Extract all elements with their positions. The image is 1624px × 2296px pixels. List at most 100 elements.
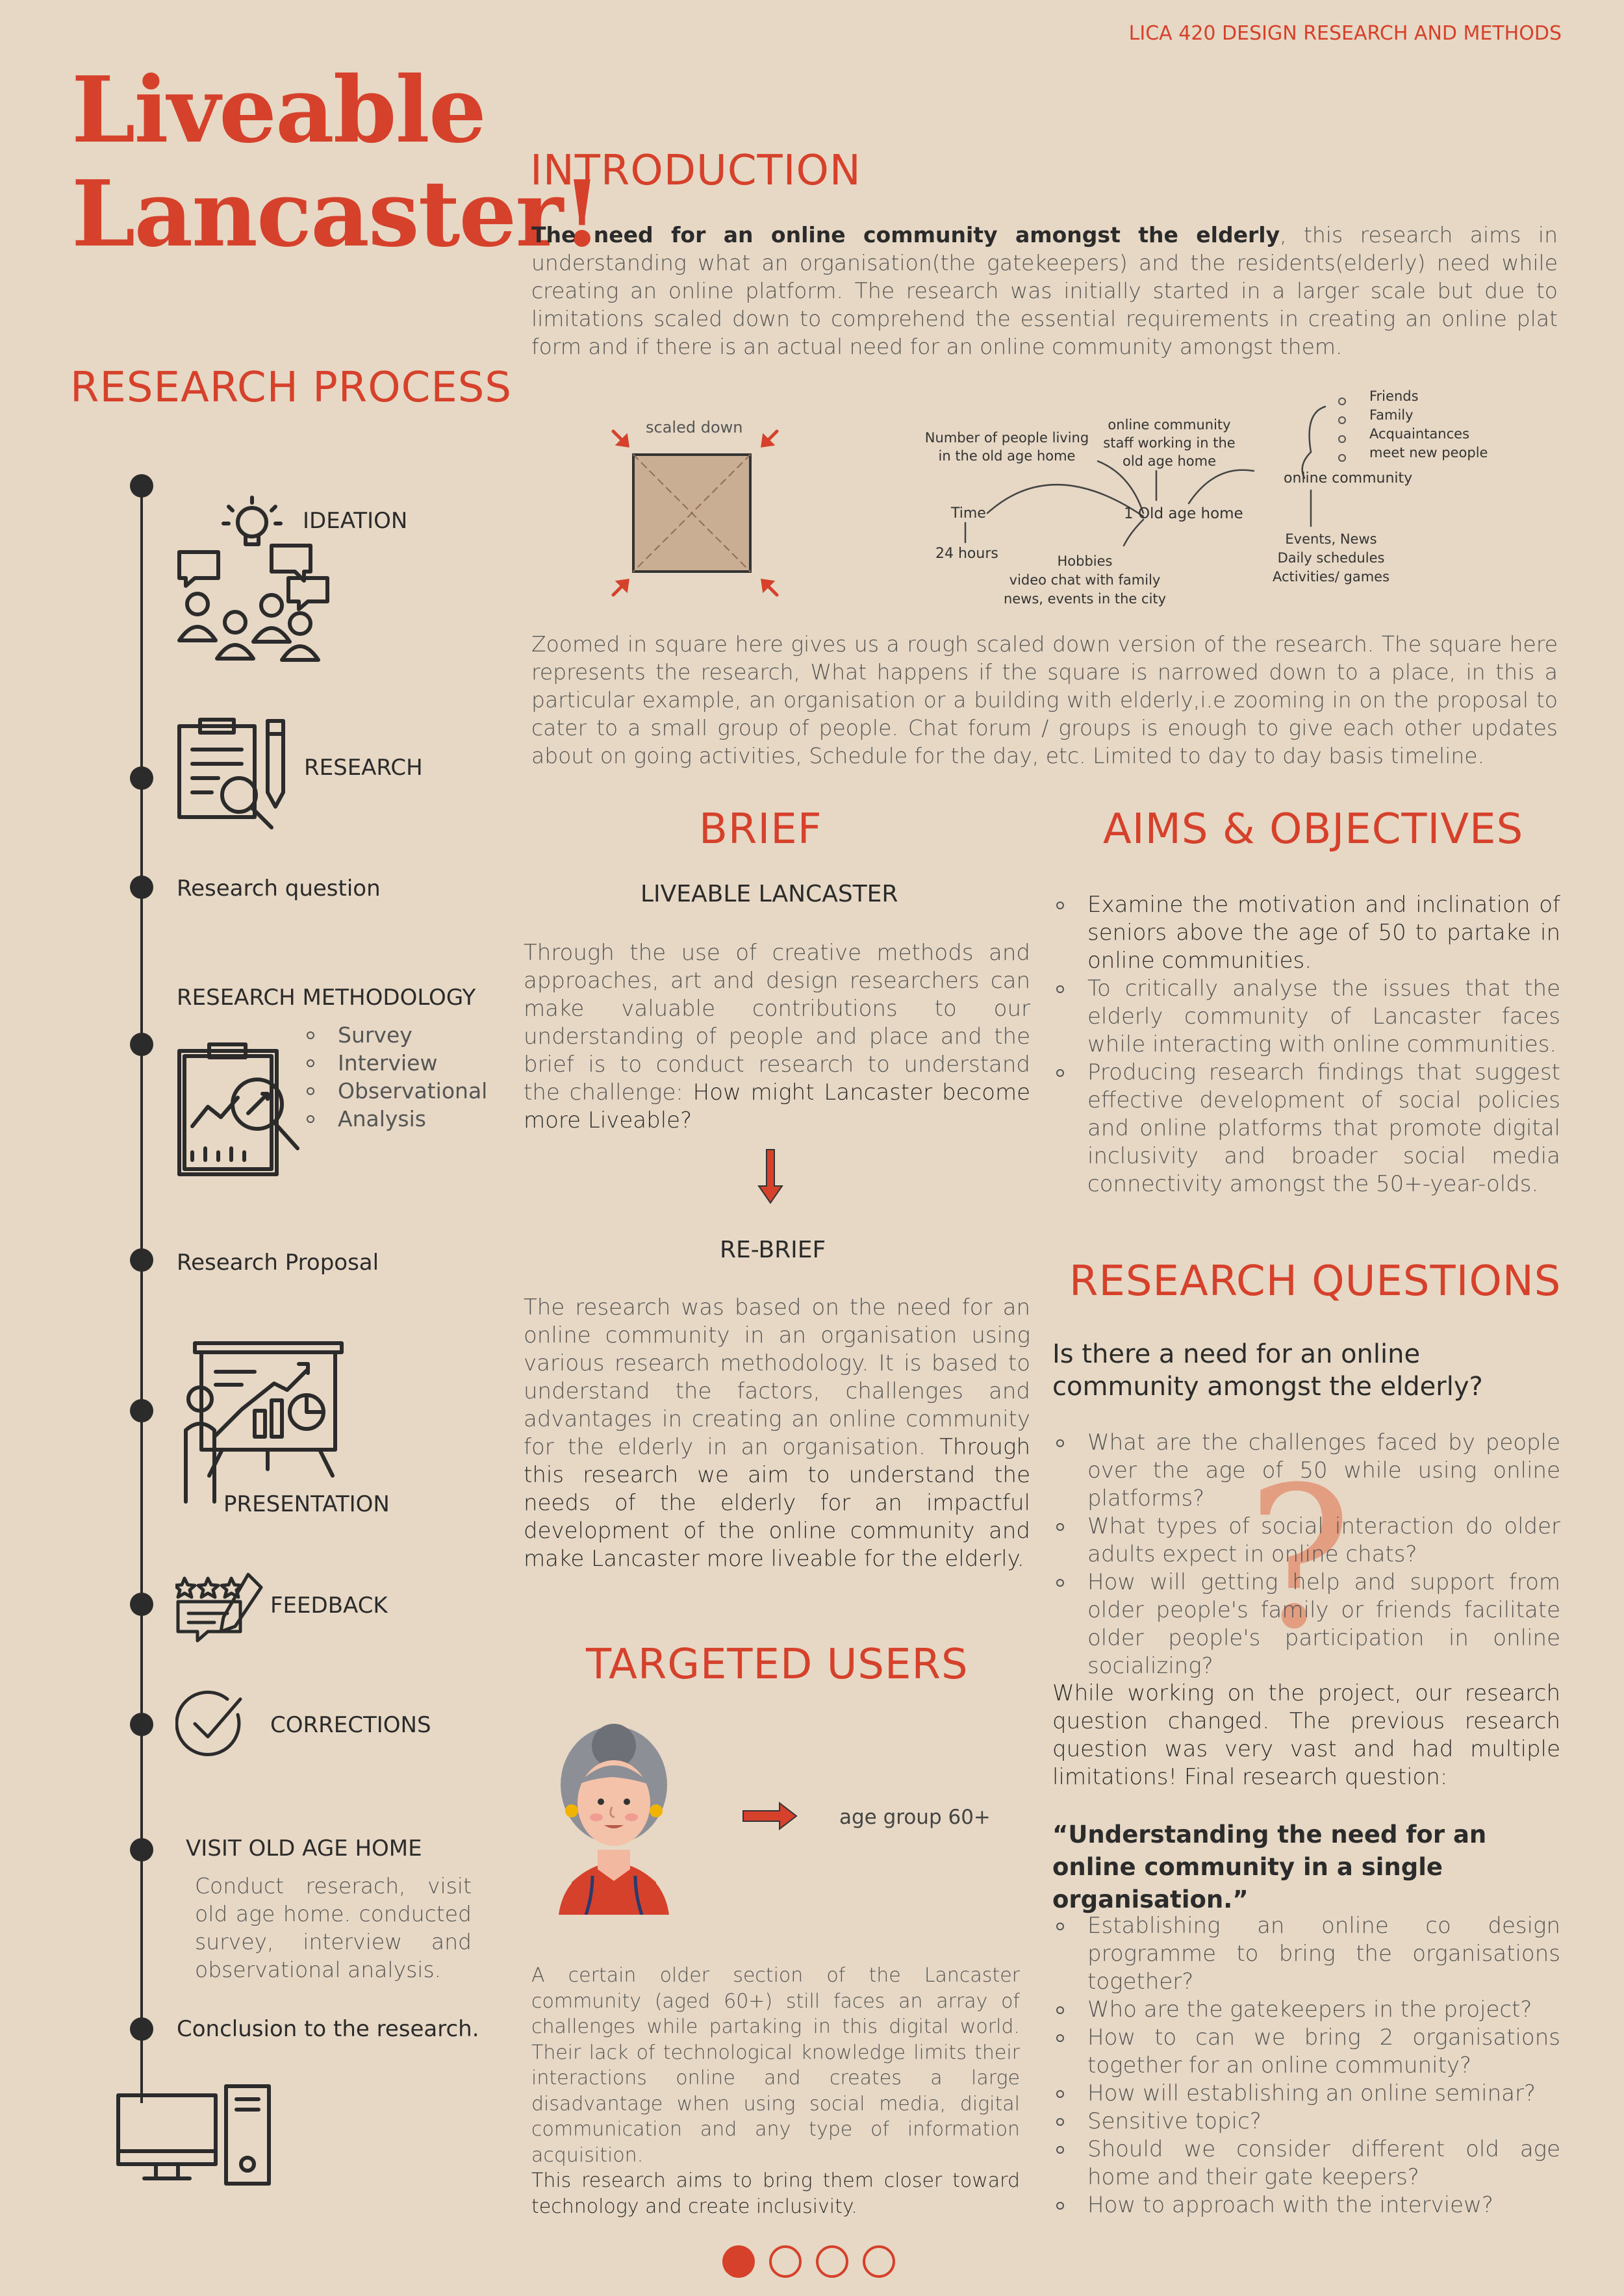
timeline-dot (130, 1838, 153, 1861)
timeline-dot (130, 1399, 153, 1422)
methods-list: Survey Interview Observational Analysis (303, 1021, 487, 1133)
elderly-woman-avatar (539, 1720, 689, 1915)
step-feedback: FEEDBACK (270, 1593, 388, 1619)
diagram-friend-item: Friends (1334, 387, 1488, 406)
research-process-heading: RESEARCH PROCESS (70, 364, 512, 412)
timeline-dot (130, 1248, 153, 1272)
check-circle-icon (175, 1689, 247, 1760)
targeted-users-text: A certain older section of the Lancaster… (531, 1963, 1020, 2219)
computer-icon (116, 2084, 278, 2188)
brief-question: How might Lancaster become more Liveable… (524, 1079, 1030, 1133)
diagram-schedules: Daily schedules (1277, 550, 1385, 566)
arrow-down-icon (756, 1147, 785, 1205)
rebrief-text: The research was based on the need for a… (524, 1294, 1030, 1573)
introduction-heading: INTRODUCTION (530, 147, 861, 195)
timeline-dot (130, 876, 153, 899)
targeted-users-strong: This research aims to bring them closer … (531, 2169, 1020, 2218)
page-dot[interactable] (769, 2245, 802, 2278)
diagram-friend-item: meet new people (1334, 444, 1488, 462)
brief-body: Through the use of creative methods and … (524, 940, 1030, 1105)
further-question-item: Should we consider different old age hom… (1052, 2136, 1560, 2191)
age-group-label: age group 60+ (839, 1806, 991, 1829)
research-question-item: What types of social interaction do olde… (1052, 1513, 1560, 1569)
step-conclusion: Conclusion to the research. (177, 2016, 479, 2042)
further-question-item: How to can we bring 2 organisations toge… (1052, 2024, 1560, 2080)
title-line-2: Lancaster! (71, 161, 602, 268)
diagram-time: Time (951, 505, 986, 522)
page-dot[interactable] (863, 2245, 895, 2278)
question-mark-watermark: ? (1247, 1445, 1352, 1672)
arrow-right-icon (741, 1802, 800, 1830)
timeline-line (140, 486, 143, 2103)
aim-item: Producing research findings that suggest… (1052, 1059, 1560, 1198)
introduction-body: , this research aims in understanding wh… (531, 222, 1558, 359)
aims-list: Examine the motivation and inclination o… (1052, 891, 1560, 1198)
research-question-item: How will getting help and support from o… (1052, 1569, 1560, 1680)
aim-item: Examine the motivation and inclination o… (1052, 891, 1560, 975)
diagram-number-people: Number of people living in the old age h… (924, 430, 1089, 464)
scaled-square-illustration (604, 422, 786, 604)
brief-subheading: LIVEABLE LANCASTER (641, 881, 898, 907)
diagram-caption: Zoomed in square here gives us a rough s… (531, 631, 1558, 768)
method-item-continuation: Analysis (303, 1105, 487, 1133)
research-question-changed: While working on the project, our resear… (1052, 1680, 1560, 1790)
step-ideation: IDEATION (303, 508, 408, 534)
method-item: Interview (303, 1049, 487, 1077)
diagram-activities: Activities/ games (1272, 569, 1390, 585)
step-research: RESEARCH (304, 755, 423, 781)
scaled-down-label: scaled down (646, 418, 743, 436)
brief-heading: BRIEF (699, 805, 822, 853)
research-question-main: Is there a need for an online community … (1052, 1339, 1483, 1402)
timeline-dot (130, 1033, 153, 1056)
ideation-icon (174, 494, 336, 662)
pagination (722, 2245, 895, 2278)
page-dot[interactable] (816, 2245, 848, 2278)
method-item: Observational (303, 1077, 487, 1105)
method-item: Survey (303, 1021, 487, 1049)
final-research-question: “Understanding the need for an online co… (1052, 1821, 1487, 1913)
step-visit: VISIT OLD AGE HOME (186, 1836, 422, 1861)
title-line-1: Liveable (71, 57, 487, 164)
visit-description: Conduct reserach, visit old age home. co… (195, 1873, 472, 1982)
diagram-friend-item: Family (1334, 406, 1488, 425)
step-corrections: CORRECTIONS (270, 1712, 431, 1738)
timeline-dot (130, 766, 153, 790)
step-methodology: RESEARCH METHODOLOGY (177, 985, 476, 1011)
step-proposal: Research Proposal (177, 1250, 379, 1276)
research-clipboard-icon (177, 717, 294, 840)
page-dot-active[interactable] (722, 2245, 755, 2278)
page-title: Liveable Lancaster! (71, 57, 602, 268)
research-question-item: What are the challenges faced by people … (1052, 1429, 1560, 1513)
targeted-users-heading: TARGETED USERS (586, 1641, 969, 1689)
further-question-item: Who are the gatekeepers in the project? (1052, 1996, 1560, 2024)
targeted-users-body: A certain older section of the Lancaster… (531, 1964, 1020, 2167)
rebrief-body: The research was based on the need for a… (524, 1294, 1030, 1460)
research-questions-list: What are the challenges faced by people … (1052, 1429, 1560, 1680)
introduction-text: The need for an online community amongst… (531, 221, 1558, 360)
methodology-chart-icon (177, 1042, 320, 1178)
diagram-online-community: online community (1284, 470, 1413, 486)
diagram-staff: online community staff working in the ol… (1103, 417, 1236, 469)
diagram-center: 1 Old age home (1124, 505, 1243, 522)
further-question-item: Sensitive topic? (1052, 2108, 1560, 2136)
further-question-item: How will establishing an online seminar? (1052, 2080, 1560, 2108)
diagram-hobbies: Hobbies video chat with family news, eve… (1000, 552, 1169, 609)
diagram-hobbies-title: Hobbies (1057, 553, 1113, 569)
timeline-dot (130, 1713, 153, 1736)
further-question-item: How to approach with the interview? (1052, 2191, 1560, 2219)
introduction-lead: The need for an online community amongst… (531, 222, 1280, 247)
diagram-friend-item: Acquaintances (1334, 425, 1488, 444)
further-questions-list: Establishing an online co design program… (1052, 1912, 1560, 2219)
rebrief-strong: Through this research we aim to understa… (524, 1434, 1030, 1572)
research-questions-heading: RESEARCH QUESTIONS (1069, 1257, 1562, 1306)
aims-heading: AIMS & OBJECTIVES (1103, 805, 1524, 853)
diagram-news: news, events in the city (1003, 591, 1167, 607)
diagram-video-chat: video chat with family (1009, 572, 1161, 588)
feedback-icon (175, 1565, 266, 1643)
mind-map-connectors (909, 377, 1494, 611)
further-question-item: Establishing an online co design program… (1052, 1912, 1560, 1996)
presentation-icon (177, 1339, 346, 1508)
rebrief-heading: RE-BRIEF (720, 1237, 826, 1263)
course-label: LICA 420 DESIGN RESEARCH AND METHODS (1128, 22, 1562, 45)
step-presentation: PRESENTATION (223, 1491, 390, 1517)
